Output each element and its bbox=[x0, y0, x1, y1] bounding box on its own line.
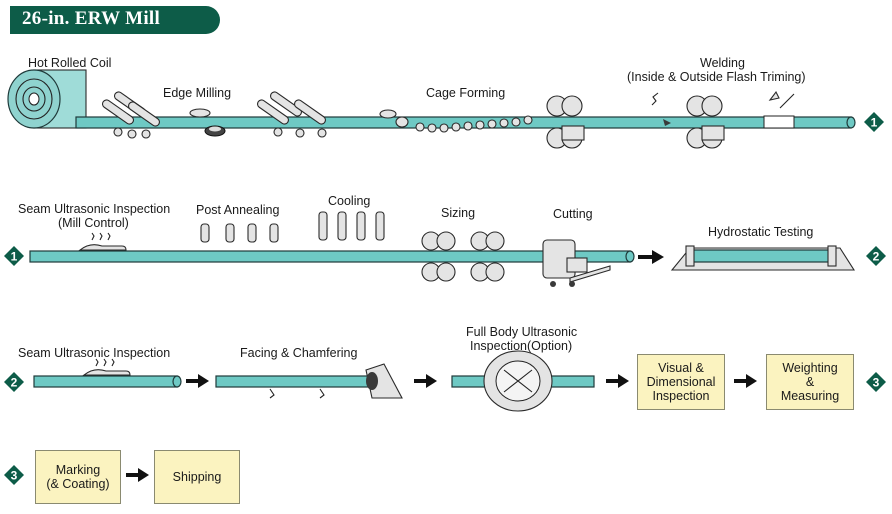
arrow-4a bbox=[126, 468, 149, 482]
marker-3-start: 3 bbox=[4, 465, 24, 485]
edge-milling-rollers bbox=[101, 91, 327, 139]
label-cage-forming: Cage Forming bbox=[426, 86, 506, 100]
arrow-3d bbox=[734, 374, 757, 388]
arrow-3b bbox=[414, 374, 437, 388]
svg-text:3: 3 bbox=[11, 469, 18, 483]
title-banner bbox=[10, 6, 220, 34]
label-welding: Welding bbox=[700, 56, 745, 70]
marker-1-end: 1 bbox=[864, 112, 884, 132]
label-full-body-ut-detail: Inspection(Option) bbox=[470, 339, 573, 353]
label-cooling: Cooling bbox=[328, 194, 371, 208]
hydrostatic-tester bbox=[670, 245, 856, 271]
label-seam-ut-mill: Seam Ultrasonic Inspection bbox=[18, 202, 171, 216]
svg-text:1: 1 bbox=[11, 250, 18, 264]
label-facing-chamfering: Facing & Chamfering bbox=[240, 346, 358, 360]
svg-text:3: 3 bbox=[873, 376, 880, 390]
label-welding-detail: (Inside & Outside Flash Triming) bbox=[627, 70, 806, 84]
label-seam-ut-mill-detail: (Mill Control) bbox=[58, 216, 129, 230]
label-full-body-ut: Full Body Ultrasonic bbox=[466, 325, 578, 339]
welding-unit bbox=[651, 90, 795, 149]
pipe-line-row2 bbox=[29, 250, 631, 263]
seam-ut-head-row2 bbox=[78, 232, 127, 251]
arrow-to-hydrostatic bbox=[638, 250, 664, 264]
label-sizing: Sizing bbox=[441, 206, 476, 220]
svg-text:2: 2 bbox=[873, 250, 880, 264]
cooling-nozzles bbox=[318, 211, 385, 241]
sizing-stands bbox=[421, 231, 505, 282]
pipe-row3-seam-ut bbox=[33, 375, 178, 388]
box-visual-dimensional: Visual & Dimensional Inspection bbox=[637, 354, 725, 410]
svg-text:2: 2 bbox=[11, 376, 18, 390]
label-hydrostatic-testing: Hydrostatic Testing bbox=[708, 225, 814, 239]
label-post-annealing: Post Annealing bbox=[196, 203, 280, 217]
forming-stand bbox=[546, 95, 585, 149]
hot-rolled-coil-graphic bbox=[7, 69, 87, 129]
arrow-3a bbox=[186, 374, 209, 388]
arrow-3c bbox=[606, 374, 629, 388]
full-body-ut-ring bbox=[483, 350, 553, 412]
label-cutting: Cutting bbox=[553, 207, 593, 221]
svg-text:1: 1 bbox=[871, 116, 878, 130]
facing-machine bbox=[269, 363, 403, 399]
box-weighting-measuring: Weighting & Measuring bbox=[766, 354, 854, 410]
seam-ut-head-row3 bbox=[82, 358, 131, 376]
pipe-row3-facing bbox=[215, 375, 369, 388]
label-hot-rolled-coil: Hot Rolled Coil bbox=[28, 56, 112, 70]
page-title: 26-in. ERW Mill bbox=[22, 8, 161, 29]
label-edge-milling: Edge Milling bbox=[163, 86, 232, 100]
marker-2-end: 2 bbox=[866, 246, 886, 266]
marker-2-start: 2 bbox=[4, 372, 24, 392]
post-annealing-coils bbox=[200, 223, 279, 243]
marker-1-start: 1 bbox=[4, 246, 24, 266]
cutting-saw bbox=[542, 239, 611, 287]
cage-forming-rolls bbox=[379, 109, 533, 133]
box-marking-coating: Marking (& Coating) bbox=[35, 450, 121, 504]
marker-3-end: 3 bbox=[866, 372, 886, 392]
box-shipping: Shipping bbox=[154, 450, 240, 504]
label-seam-ut: Seam Ultrasonic Inspection bbox=[18, 346, 171, 360]
